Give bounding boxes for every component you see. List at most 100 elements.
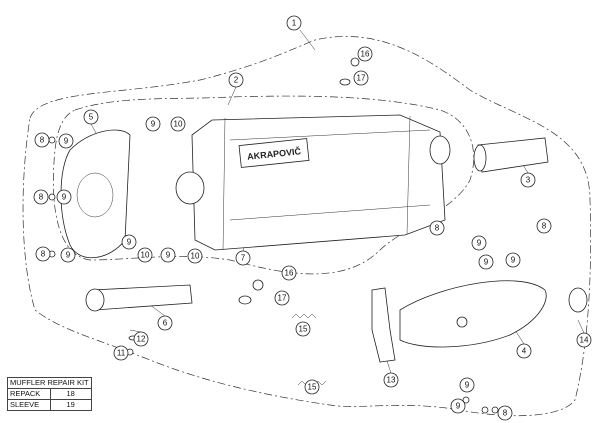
callout-circle [33, 189, 49, 205]
callout-circle [83, 109, 99, 125]
callout-number: 8 [39, 193, 44, 202]
part-callout: 14 [576, 332, 592, 348]
bracket [371, 287, 396, 363]
callout-circle [187, 248, 203, 264]
callout-circle [459, 377, 475, 393]
part-callout: 6 [157, 315, 173, 331]
part-callout: 10 [187, 248, 203, 264]
callout-number: 14 [580, 336, 589, 345]
callout-number: 9 [477, 239, 482, 248]
callout-circle [157, 315, 173, 331]
part-callout: 15 [304, 379, 320, 395]
kit-item-number: 18 [49, 388, 92, 400]
kit-item-label: REPACK [7, 388, 51, 400]
logo-plate [238, 138, 310, 168]
part-callout: 15 [295, 321, 311, 337]
callout-circle [160, 247, 176, 263]
callout-number: 4 [522, 347, 527, 356]
part-callout: 12 [133, 331, 149, 347]
part-callout: 8 [497, 405, 513, 421]
callout-number: 9 [66, 251, 71, 260]
part-callout: 9 [505, 252, 521, 268]
part-callout: 9 [478, 254, 494, 270]
part-callout: 9 [60, 247, 76, 263]
callout-number: 17 [278, 294, 287, 303]
part-callout: 2 [228, 72, 244, 88]
callout-circle [576, 332, 592, 348]
callout-circle [383, 372, 399, 388]
part-callout: 8 [35, 246, 51, 262]
callout-number: 9 [484, 258, 489, 267]
part-callout: 4 [516, 343, 532, 359]
callout-circle [60, 247, 76, 263]
callout-number: 16 [285, 269, 294, 278]
callout-number: 17 [357, 74, 366, 83]
callout-circle [304, 379, 320, 395]
part-callout: 9 [160, 247, 176, 263]
callout-number: 10 [191, 252, 200, 261]
callout-number: 15 [308, 383, 317, 392]
end-cap [60, 129, 131, 259]
callout-number: 10 [174, 120, 183, 129]
callout-circle [478, 254, 494, 270]
callout-number: 13 [387, 376, 396, 385]
part-callout: 9 [145, 116, 161, 132]
callout-number: 10 [141, 251, 150, 260]
callout-number: 9 [64, 137, 69, 146]
callout-circle [429, 220, 445, 236]
callout-number: 8 [503, 409, 508, 418]
spring [291, 313, 317, 319]
part-callout: 8 [536, 218, 552, 234]
assembly-boundary [53, 95, 474, 275]
callout-number: 9 [465, 381, 470, 390]
callout-number: 12 [137, 335, 146, 344]
callout-circle [520, 172, 536, 188]
callout-number: 15 [299, 325, 308, 334]
callout-circle [357, 46, 373, 62]
callout-circle [137, 247, 153, 263]
part-callout: 9 [459, 377, 475, 393]
callout-circle [286, 15, 302, 31]
part-callout: 8 [33, 189, 49, 205]
part-callout: 9 [58, 133, 74, 149]
callout-number: 11 [117, 349, 126, 358]
part-callout: 9 [450, 398, 466, 414]
callout-number: 6 [163, 319, 168, 328]
kit-item-label: SLEEVE [7, 399, 51, 411]
callout-circle [295, 321, 311, 337]
callout-circle [113, 345, 129, 361]
hardware [48, 57, 499, 414]
callout-circle [58, 133, 74, 149]
part-callout: 9 [471, 235, 487, 251]
part-callout: 10 [170, 116, 186, 132]
part-callout: 16 [357, 46, 373, 62]
part-callout: 10 [137, 247, 153, 263]
part-callout: 9 [56, 189, 72, 205]
callout-number: 5 [89, 113, 94, 122]
kit-item-number: 19 [49, 399, 92, 411]
callout-circle [505, 252, 521, 268]
callout-circle [56, 189, 72, 205]
callout-number: 9 [456, 402, 461, 411]
callout-number: 9 [151, 120, 156, 129]
part-callout: 11 [113, 345, 129, 361]
part-callout: 8 [429, 220, 445, 236]
callout-number: 2 [234, 76, 239, 85]
link-pipe [477, 137, 549, 173]
part-callout: 13 [383, 372, 399, 388]
callout-circle [133, 331, 149, 347]
repair-kit-title: MUFFLER REPAIR KIT [7, 377, 92, 389]
part-callout: 17 [274, 290, 290, 306]
callout-number: 8 [40, 136, 45, 145]
callout-circle [497, 405, 513, 421]
callout-number: 9 [511, 256, 516, 265]
callout-number: 9 [127, 238, 132, 247]
callout-circle [170, 116, 186, 132]
callout-circle [35, 246, 51, 262]
callout-circle [450, 398, 466, 414]
